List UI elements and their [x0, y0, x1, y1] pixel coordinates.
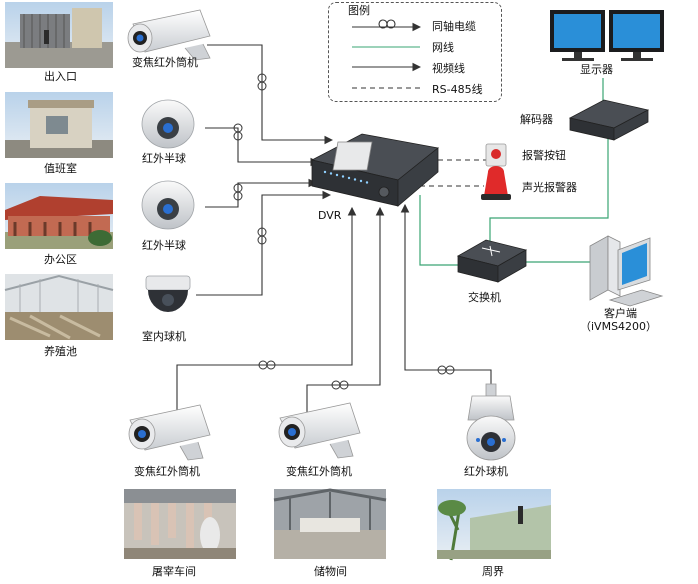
device-label-client-sub: （iVMS4200）	[580, 320, 658, 333]
site-label-storage: 储物间	[314, 565, 347, 578]
device-label-alarm-button: 报警按钮	[522, 149, 566, 162]
photo-office	[5, 183, 113, 249]
site-label-office: 办公区	[44, 253, 77, 266]
legend-title: 图例	[348, 4, 370, 17]
device-label-dvr: DVR	[318, 209, 342, 222]
device-label-client: 客户端	[604, 307, 637, 320]
dvr-front-leds	[323, 170, 369, 184]
coax-symbol	[233, 123, 243, 141]
coax-symbol	[257, 73, 267, 91]
camera-zoom-bottom-2	[278, 402, 361, 459]
device-label-siren: 声光报警器	[522, 181, 577, 194]
photo-storage	[273, 488, 387, 559]
legend-label-rs485: RS-485线	[432, 83, 483, 96]
coax-symbol	[233, 183, 243, 201]
device-label-indoor-dome: 室内球机	[142, 330, 186, 343]
legend-label-video: 视频线	[432, 62, 465, 75]
network-lines	[419, 78, 609, 266]
coax-symbol	[437, 365, 455, 375]
line-cam-zoom-b2	[306, 206, 385, 412]
video-lines	[176, 44, 492, 415]
coax-symbol	[257, 227, 267, 245]
site-label-entrance: 出入口	[44, 70, 77, 83]
client-pc-device	[589, 235, 664, 307]
dome-camera-2	[141, 180, 195, 230]
device-label-cam-zoom-top: 变焦红外筒机	[132, 56, 198, 69]
camera-zoom-bottom-1	[128, 404, 211, 461]
legend-label-network: 网线	[432, 41, 454, 54]
device-label-ptz: 红外球机	[464, 465, 508, 478]
photo-slaughter	[124, 489, 236, 559]
photo-perimeter	[437, 489, 551, 561]
photo-duty-room	[5, 92, 113, 158]
switch-device	[456, 239, 528, 283]
decoder-device	[568, 99, 650, 141]
device-label-dome-1: 红外半球	[142, 152, 186, 165]
line-dome-indoor	[196, 190, 332, 296]
dvr-device	[310, 133, 439, 207]
device-label-switch: 交换机	[468, 291, 501, 304]
dome-camera-1	[141, 99, 195, 149]
line-ptz	[400, 203, 492, 386]
device-label-decoder: 解码器	[520, 113, 553, 126]
photo-entrance	[5, 2, 113, 68]
site-label-perimeter: 周界	[482, 565, 504, 578]
ptz-ir-camera	[466, 383, 516, 461]
camera-zoom-top	[127, 9, 211, 61]
device-label-cam-zoom-b2: 变焦红外筒机	[286, 465, 352, 478]
photo-pond	[4, 274, 114, 340]
legend-lines	[352, 19, 422, 89]
site-label-pond: 养殖池	[44, 345, 77, 358]
device-label-monitor: 显示器	[580, 63, 613, 76]
line-dome-1	[205, 127, 320, 167]
site-label-duty-room: 值班室	[44, 162, 77, 175]
legend-box	[328, 2, 502, 102]
line-dome-2	[205, 178, 318, 208]
site-label-slaughter: 屠宰车间	[152, 565, 196, 578]
coax-symbol	[258, 360, 276, 370]
device-label-dome-2: 红外半球	[142, 239, 186, 252]
device-label-cam-zoom-b1: 变焦红外筒机	[134, 465, 200, 478]
coax-symbol	[331, 380, 349, 390]
coax-symbols	[233, 73, 455, 390]
siren-device	[481, 166, 511, 200]
alarm-button-device	[485, 143, 507, 167]
line-cam-zoom-top	[207, 44, 334, 145]
line-cam-zoom-b1	[176, 206, 357, 415]
legend-label-coax: 同轴电缆	[432, 20, 476, 33]
indoor-dome-camera	[145, 275, 191, 312]
monitor-device	[550, 10, 664, 61]
